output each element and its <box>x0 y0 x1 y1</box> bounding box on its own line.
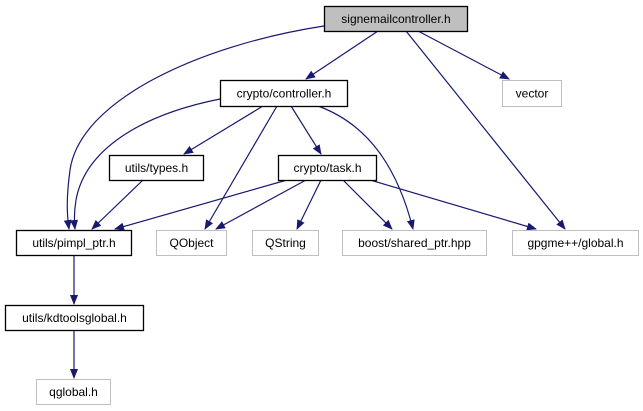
edge-utils-types-to-utils-pimpl-ptr <box>91 179 144 230</box>
node-crypto-controller[interactable]: crypto/controller.h <box>219 79 349 108</box>
node-label: crypto/controller.h <box>237 87 332 101</box>
node-label: utils/pimpl_ptr.h <box>32 236 115 250</box>
edge-crypto-controller-to-utils-pimpl-ptr <box>70 98 221 230</box>
node-box <box>156 230 227 256</box>
node-utils-types[interactable]: utils/types.h <box>108 154 205 182</box>
edge-signemailcontroller-to-crypto-controller <box>305 30 379 80</box>
node-gpgme-global: gpgme++/global.h <box>512 230 639 256</box>
node-label: gpgme++/global.h <box>527 236 623 250</box>
edge-signemailcontroller-to-utils-pimpl-ptr <box>63 25 325 230</box>
edge-crypto-task-to-utils-pimpl-ptr <box>114 179 288 231</box>
node-label: vector <box>516 87 549 101</box>
node-box <box>323 5 469 33</box>
edge-signemailcontroller-to-vector <box>417 30 510 80</box>
node-box <box>36 379 111 405</box>
node-signemailcontroller[interactable]: signemailcontroller.h <box>323 5 469 33</box>
node-label: boost/shared_ptr.hpp <box>358 236 471 250</box>
node-label: QString <box>265 236 306 250</box>
node-box <box>502 80 562 107</box>
node-box <box>219 79 349 108</box>
node-utils-pimpl-ptr[interactable]: utils/pimpl_ptr.h <box>15 229 133 257</box>
node-crypto-task[interactable]: crypto/task.h <box>277 154 378 182</box>
edge-signemailcontroller-to-gpgme-global <box>405 30 566 230</box>
node-label: utils/kdtoolsglobal.h <box>22 311 127 325</box>
edge-crypto-controller-to-boost-shared-ptr <box>317 105 415 230</box>
node-label: utils/types.h <box>125 161 188 175</box>
node-utils-kdtoolsglobal[interactable]: utils/kdtoolsglobal.h <box>4 304 145 332</box>
edge-crypto-task-to-gpgme-global <box>369 179 537 231</box>
nodes-layer: signemailcontroller.h crypto/controller.h… <box>4 5 639 405</box>
node-qglobal: qglobal.h <box>36 379 111 405</box>
edges-layer <box>63 25 566 379</box>
edge-crypto-task-to-boost-shared-ptr <box>342 179 393 230</box>
edge-crypto-task-to-qobject <box>215 179 307 230</box>
node-label: QObject <box>169 236 214 250</box>
node-boost-shared-ptr: boost/shared_ptr.hpp <box>342 230 487 256</box>
node-box <box>252 230 319 256</box>
edge-crypto-controller-to-crypto-task <box>290 105 322 155</box>
node-vector: vector <box>502 80 562 107</box>
node-qobject: QObject <box>156 230 227 256</box>
node-label: crypto/task.h <box>293 161 361 175</box>
edge-crypto-task-to-qstring <box>296 179 322 230</box>
node-box <box>277 154 378 182</box>
node-box <box>342 230 487 256</box>
node-box <box>108 154 205 182</box>
node-label: signemailcontroller.h <box>341 12 450 26</box>
node-qstring: QString <box>252 230 319 256</box>
node-box <box>512 230 639 256</box>
edge-crypto-controller-to-utils-types <box>183 105 264 155</box>
node-label: qglobal.h <box>49 385 98 399</box>
node-box <box>15 229 133 257</box>
node-box <box>4 304 145 332</box>
edge-crypto-controller-to-qobject <box>204 105 278 230</box>
